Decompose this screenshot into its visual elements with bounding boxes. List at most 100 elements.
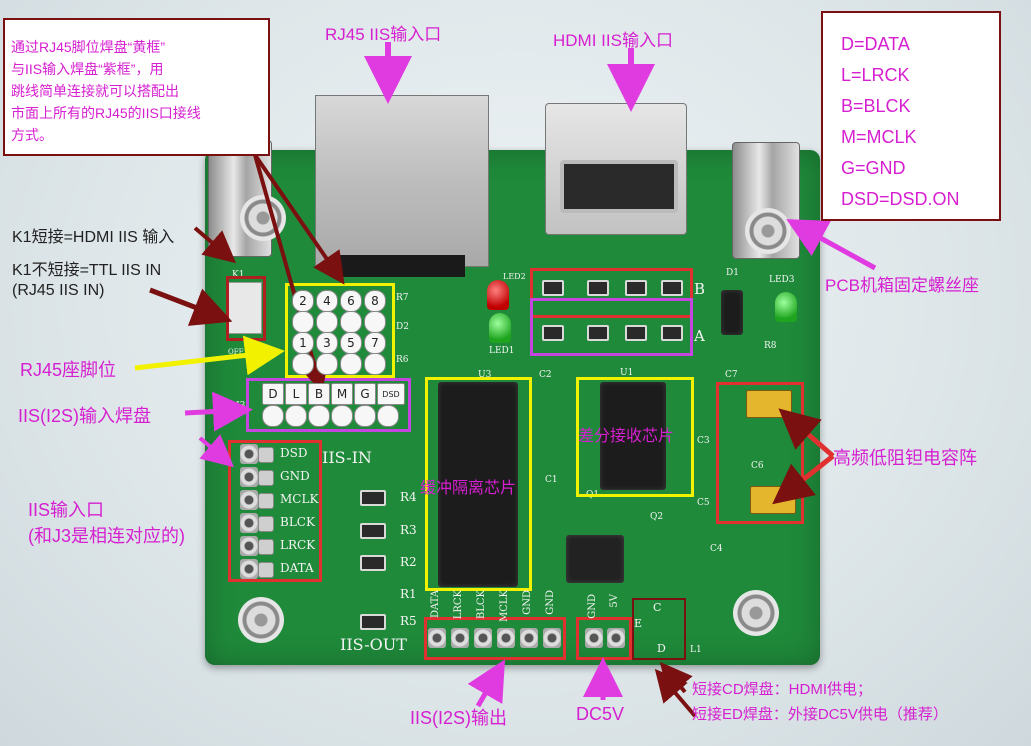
iis-in-pin: [240, 513, 258, 533]
arrow-cd: [659, 661, 693, 697]
iis-in-pin-label: DATA: [280, 561, 314, 575]
top-note-line: 与IIS输入焊盘“紫框”，用: [11, 61, 164, 77]
j3-label: G: [354, 383, 376, 405]
buffer-chip-yellow-box: [425, 377, 532, 591]
iis-in-pad: [258, 562, 274, 578]
label-dc5v: DC5V: [576, 704, 625, 724]
iis-out-pin: [497, 628, 515, 648]
label-iis-input-note: (和J3是相连对应的): [28, 526, 185, 546]
resistor-r5: [360, 614, 386, 630]
j3-label: D: [262, 383, 284, 405]
rj45-pin-cell: [292, 311, 314, 333]
rj45-pin-cell: 8: [364, 290, 386, 312]
silk-d: D: [657, 642, 666, 655]
label-iis-out: IIS-OUT: [340, 635, 407, 654]
arrow-rj45-pins: [134, 335, 285, 376]
j3-pad: [308, 405, 330, 427]
top-note-line: 跳线简单连接就可以搭配出: [11, 83, 179, 99]
label-k1-short: K1短接=HDMI IIS 输入: [12, 229, 175, 246]
iis-out-pin: [428, 628, 446, 648]
rj45-pin-cell: 4: [316, 290, 338, 312]
label-pcb-screw: PCB机箱固定螺丝座: [825, 276, 979, 295]
res-mid-4: [661, 325, 683, 341]
arrow-note-yellow: [253, 153, 345, 285]
silk-d2: D2: [396, 322, 409, 332]
rj45-pin-cell: [340, 353, 362, 375]
iis-in-pad: [258, 516, 274, 532]
res-mid-1: [542, 325, 564, 341]
label-r4: R4: [400, 490, 417, 504]
silk-l1: L1: [690, 645, 702, 655]
silk-led2: LED2: [503, 272, 526, 281]
arrow-caps-2: [772, 454, 835, 505]
iis-output-red-box: [424, 617, 566, 660]
buffer-chip: [438, 382, 518, 587]
label-r2: R2: [400, 555, 417, 569]
legend-item: D=DATA: [841, 34, 910, 54]
iis-in-pin-label: MCLK: [280, 492, 319, 506]
mount-hole-tr: [745, 208, 791, 254]
iis-out-pin: [451, 628, 469, 648]
top-note-text: 通过RJ45脚位焊盘“黄框” 与IIS输入焊盘“紫框”，用跳线简单连接就可以搭配出…: [11, 36, 262, 146]
silk-c7: C7: [725, 370, 738, 380]
iis-in-pin: [240, 490, 258, 510]
arrow-k1-short: [193, 226, 237, 264]
label-r1: R1: [400, 587, 417, 601]
j3-label: M: [331, 383, 353, 405]
iis-in-pin: [240, 467, 258, 487]
silk-r7: R7: [396, 293, 409, 303]
silk-e: E: [634, 617, 643, 630]
j3-label: DSD: [377, 383, 405, 405]
iis-in-pad: [258, 539, 274, 555]
rj45-pin-cell: 6: [340, 290, 362, 312]
silk-led3: LED3: [769, 275, 795, 285]
top-note-line: 市面上所有的RJ45的IIS口接线: [11, 105, 201, 121]
iis-in-pad: [258, 493, 274, 509]
silk-c2: C2: [539, 370, 552, 380]
top-note-line: 通过RJ45脚位焊盘“黄框”: [11, 39, 166, 55]
silk-c6: C6: [751, 461, 764, 471]
iis-in-pin-label: DSD: [280, 446, 308, 460]
rj45-pin-cell: 5: [340, 332, 362, 354]
regulator-chip: [566, 535, 624, 583]
mount-hole-bl: [238, 597, 284, 643]
tantalum-red-box: [716, 382, 804, 524]
res-top-2: [587, 280, 609, 296]
j3-label: B: [308, 383, 330, 405]
res-top-4: [661, 280, 683, 296]
silk-k1: K1: [232, 270, 245, 280]
label-k1-open: K1不短接=TTL IIS IN: [12, 262, 162, 279]
label-r3: R3: [400, 523, 417, 537]
arrow-pcb-screw: [786, 219, 877, 271]
j3-pad: [285, 405, 307, 427]
ced-pad-box: [632, 598, 686, 660]
label-cd-note: 短接CD焊盘：HDMI供电；: [692, 681, 872, 698]
j3-pad: [262, 405, 284, 427]
iis-in-pin-label: BLCK: [280, 515, 315, 529]
dc-pin: [585, 628, 603, 648]
iis-input-red-box: [228, 440, 322, 582]
iis-out-pin-label: LRCK: [453, 590, 464, 620]
arrow-iis-input-pad: [184, 391, 253, 432]
diode-d1: [721, 290, 743, 335]
rj45-connector: [315, 95, 489, 267]
silk-led1: LED1: [489, 346, 515, 356]
silk-q2: Q2: [650, 512, 664, 522]
iis-in-pin: [240, 536, 258, 556]
res-mid-3: [625, 325, 647, 341]
rj45-pin-cell: [340, 311, 362, 333]
res-mid-2: [587, 325, 609, 341]
rj45-pin-cell: [316, 353, 338, 375]
arrow-iis-input: [198, 434, 235, 468]
iis-in-pin: [240, 559, 258, 579]
silk-off: OFF: [228, 348, 244, 356]
silk-u1: U1: [620, 368, 634, 378]
rj45-socket-shadow: [335, 255, 465, 277]
hdmi-port-opening: [560, 160, 678, 213]
silk-a: A: [694, 327, 705, 345]
label-hdmi-iis-in: HDMI IIS输入口: [553, 31, 673, 50]
resistor-r2: [360, 555, 386, 571]
iis-out-pin-label: MCLK: [499, 590, 510, 623]
arrow-ed: [654, 668, 697, 718]
